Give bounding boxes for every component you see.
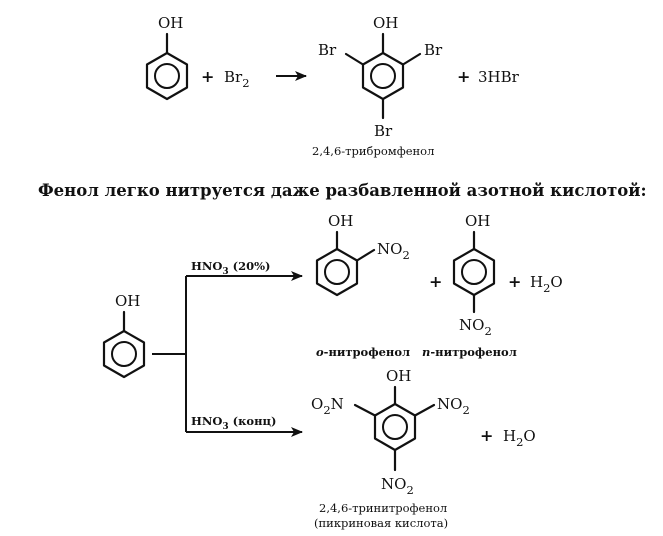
- tribromophenol-name: 2,4,6-трибромфенол: [312, 144, 434, 158]
- left-no2-label: O2N: [311, 395, 344, 417]
- ortho-no2-label: NO2: [377, 240, 410, 262]
- water-label: H2O: [503, 427, 536, 449]
- para-no2-label: NO2: [459, 316, 492, 338]
- para-nitrophenol-name: п-нитрофенол: [422, 345, 517, 359]
- ortho-oh-label: OH: [328, 212, 353, 230]
- bromine-label: Br2: [224, 68, 250, 90]
- section-heading: Фенол легко нитруется даже разбавленной …: [38, 181, 647, 200]
- phenol-oh-label: OH: [158, 14, 183, 32]
- picric-oh-label: OH: [386, 367, 411, 385]
- br-left-label: Br: [318, 41, 337, 59]
- picric-acid-molecule: OH O2N NO2 NO2: [311, 367, 470, 497]
- bottom-no2-label: NO2: [381, 475, 414, 497]
- phenol-oh-label: OH: [115, 292, 140, 310]
- plus-sign: +: [508, 272, 521, 291]
- ortho-nitrophenol-molecule: OH NO2: [315, 212, 410, 297]
- picric-acid-name: 2,4,6-тринитрофенол: [319, 501, 447, 515]
- ortho-nitrophenol-name: о-нитрофенол: [316, 345, 410, 359]
- water-label: H2O: [530, 273, 563, 295]
- picric-acid-common-name: (пикриновая кислота): [314, 516, 448, 530]
- br-bottom-label: Br: [374, 122, 393, 140]
- phenol-molecule-1: OH: [145, 14, 189, 101]
- tribromophenol-molecule: OH Br Br Br: [318, 14, 443, 140]
- plus-sign: +: [201, 67, 214, 86]
- reagent-concentrated: HNO3 (конц): [191, 414, 276, 432]
- right-no2-label: NO2: [437, 395, 470, 417]
- br-right-label: Br: [424, 41, 443, 59]
- plus-sign: +: [429, 272, 442, 291]
- reagent-dilute: HNO3 (20%): [191, 259, 271, 277]
- para-oh-label: OH: [465, 212, 490, 230]
- tribromophenol-oh-label: OH: [373, 14, 398, 32]
- phenol-molecule-2: OH: [102, 292, 146, 379]
- para-nitrophenol-molecule: OH NO2: [452, 212, 496, 338]
- hbr-label: 3HBr: [478, 68, 520, 86]
- plus-sign: +: [457, 67, 470, 86]
- plus-sign: +: [480, 426, 493, 445]
